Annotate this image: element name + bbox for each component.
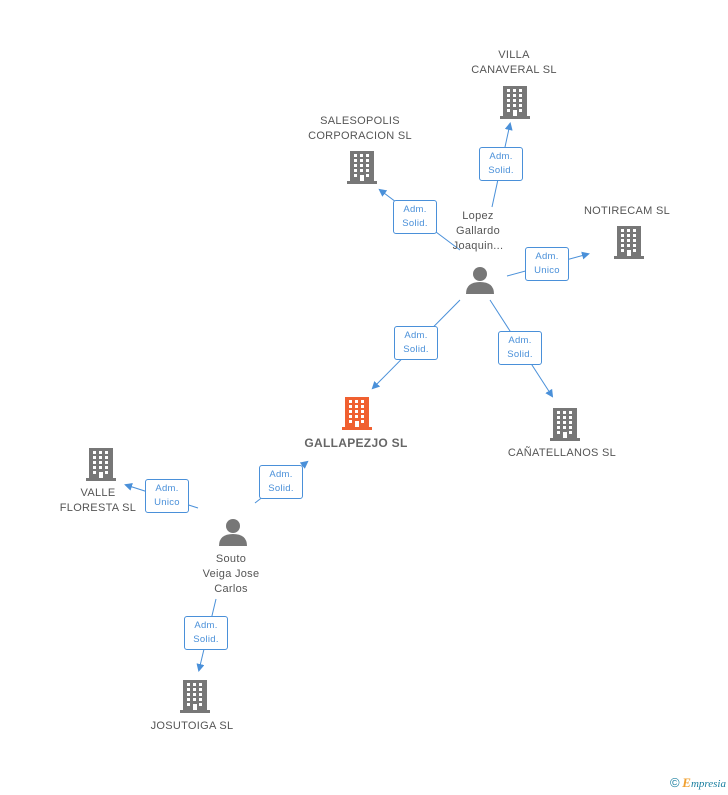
edge-label-line: Adm. xyxy=(269,469,293,480)
label-line: Carlos xyxy=(214,583,248,595)
edge-label-line: Solid. xyxy=(507,349,533,360)
label-line: Joaquin... xyxy=(452,240,504,252)
edge-label-souto-gallapezjo[interactable]: Adm. Solid. xyxy=(259,465,303,499)
person-icon-lopez-gallardo[interactable] xyxy=(466,267,494,294)
label-line: CAÑATELLANOS SL xyxy=(507,447,617,459)
label-line: NOTIRECAM SL xyxy=(583,205,671,217)
copyright-icon: © xyxy=(669,775,680,790)
footer-brand[interactable]: © Empresia xyxy=(670,775,726,791)
label-line: SALESOPOLIS xyxy=(320,115,400,127)
edge-label-line: Solid. xyxy=(488,165,514,176)
node-label-gallapezjo[interactable]: GALLAPEZJO SL xyxy=(304,436,407,451)
edge-label-lopez-villa[interactable]: Adm. Solid. xyxy=(479,147,523,181)
building-icon-notirecam[interactable] xyxy=(614,226,644,259)
label-line: CANAVERAL SL xyxy=(471,64,557,76)
brand-name: mpresia xyxy=(690,778,726,790)
label-line: Souto xyxy=(215,553,247,565)
edge-label-lopez-salesopolis[interactable]: Adm. Solid. xyxy=(393,200,437,234)
edge-label-line: Adm. xyxy=(535,251,559,262)
node-label-valle-floresta[interactable]: VALLE FLORESTA SL xyxy=(60,486,136,516)
building-icon-villa-canaveral[interactable] xyxy=(500,86,530,119)
building-icon-gallapezjo[interactable] xyxy=(342,397,372,430)
edge-label-souto-valle[interactable]: Adm. Unico xyxy=(145,479,189,513)
node-label-canatellanos[interactable]: CAÑATELLANOS SL xyxy=(508,446,616,461)
building-icon-salesopolis[interactable] xyxy=(347,151,377,184)
node-label-notirecam[interactable]: NOTIRECAM SL xyxy=(584,204,670,219)
label-line: JOSUTOIGA SL xyxy=(150,720,234,732)
edge-label-line: Adm. xyxy=(489,151,513,162)
building-icon-josutoiga[interactable] xyxy=(180,680,210,713)
edge-label-line: Adm. xyxy=(403,204,427,215)
label-line: VALLE xyxy=(80,487,116,499)
edge-label-line: Unico xyxy=(154,497,180,508)
edge-label-line: Adm. xyxy=(155,483,179,494)
label-line: Lopez xyxy=(462,210,494,222)
edge-label-line: Solid. xyxy=(403,344,429,355)
edge-label-line: Solid. xyxy=(402,218,428,229)
node-label-souto-veiga[interactable]: Souto Veiga Jose Carlos xyxy=(203,552,260,597)
label-line: CORPORACION SL xyxy=(308,130,412,142)
label-line: Veiga Jose xyxy=(202,568,260,580)
label-line: GALLAPEZJO SL xyxy=(304,436,408,450)
edge-label-lopez-gallapezjo[interactable]: Adm. Solid. xyxy=(394,326,438,360)
person-icon-souto-veiga[interactable] xyxy=(219,519,247,546)
label-line: FLORESTA SL xyxy=(59,502,137,514)
edge-label-line: Solid. xyxy=(193,634,219,645)
building-icon-canatellanos[interactable] xyxy=(550,408,580,441)
edge-label-lopez-notirecam[interactable]: Adm. Unico xyxy=(525,247,569,281)
edge-label-line: Adm. xyxy=(404,330,428,341)
node-label-salesopolis[interactable]: SALESOPOLIS CORPORACION SL xyxy=(308,114,412,144)
edge-label-line: Adm. xyxy=(508,335,532,346)
node-label-josutoiga[interactable]: JOSUTOIGA SL xyxy=(151,719,234,734)
building-icon-valle-floresta[interactable] xyxy=(86,448,116,481)
edge-label-line: Solid. xyxy=(268,483,294,494)
edge-label-lopez-canatellanos[interactable]: Adm. Solid. xyxy=(498,331,542,365)
brand-initial: E xyxy=(682,775,691,790)
node-label-villa-canaveral[interactable]: VILLA CANAVERAL SL xyxy=(471,48,557,78)
edge-label-line: Unico xyxy=(534,265,560,276)
label-line: Gallardo xyxy=(456,225,500,237)
edge-label-souto-josutoiga[interactable]: Adm. Solid. xyxy=(184,616,228,650)
label-line: VILLA xyxy=(498,49,530,61)
edge-label-line: Adm. xyxy=(194,620,218,631)
node-label-lopez-gallardo[interactable]: Lopez Gallardo Joaquin... xyxy=(453,209,504,254)
